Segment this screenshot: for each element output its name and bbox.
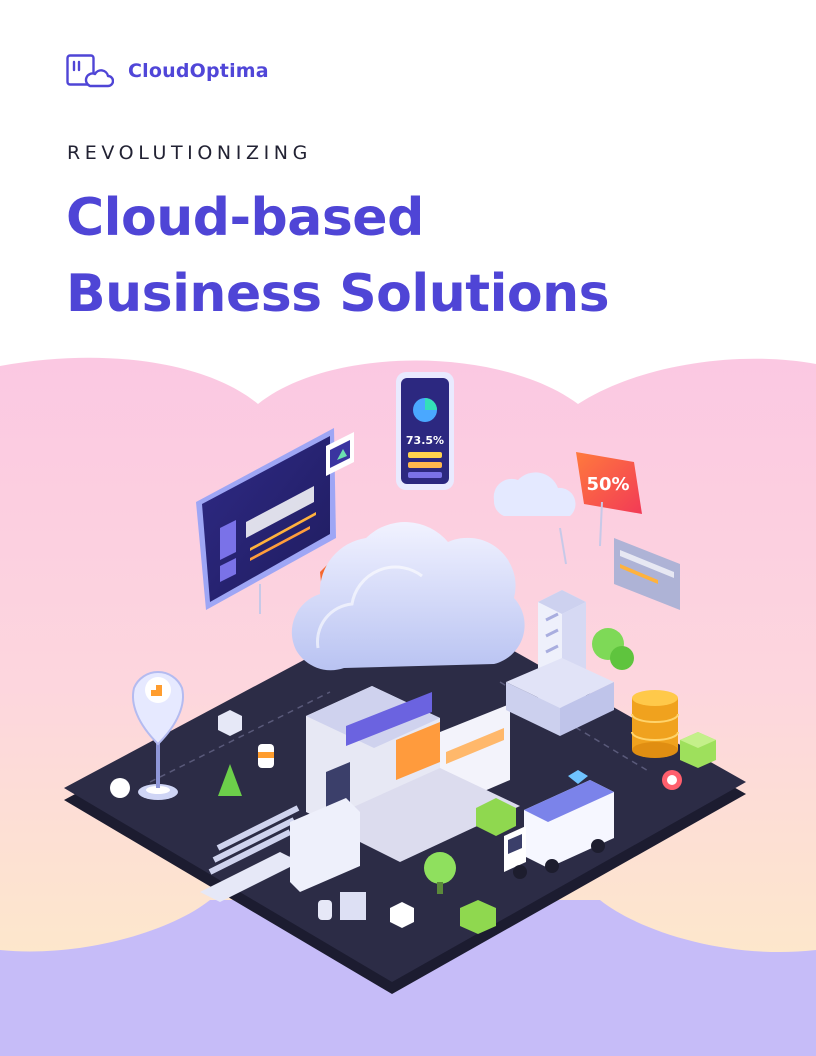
discount-badge: 50%	[576, 452, 642, 547]
badge-percent: 50%	[586, 474, 629, 495]
small-cloud	[493, 472, 576, 565]
platform-props	[110, 710, 682, 928]
office-tower	[506, 590, 614, 736]
tree-cluster	[218, 628, 634, 894]
location-pin-icon	[132, 671, 184, 800]
staircase	[200, 798, 360, 902]
coin-stack	[631, 690, 679, 758]
delivery-truck	[504, 780, 614, 879]
brand-logo: CloudOptima	[66, 54, 269, 88]
eyebrow-text: REVOLUTIONIZING	[67, 142, 312, 164]
cloud-window-icon	[66, 54, 114, 88]
phone-device: 73.5%	[396, 372, 454, 490]
dashboard-screen	[196, 428, 354, 614]
green-cubes	[460, 732, 716, 934]
page-title: Cloud-based Business Solutions	[66, 180, 610, 332]
title-line-1: Cloud-based	[66, 188, 424, 248]
info-card	[614, 538, 680, 610]
title-line-2: Business Solutions	[66, 264, 610, 324]
phone-stat-text: 73.5%	[406, 434, 444, 447]
brand-name: CloudOptima	[128, 60, 269, 82]
hero-illustration: 73.5% 50%	[0, 357, 816, 1056]
big-cloud	[291, 522, 525, 671]
